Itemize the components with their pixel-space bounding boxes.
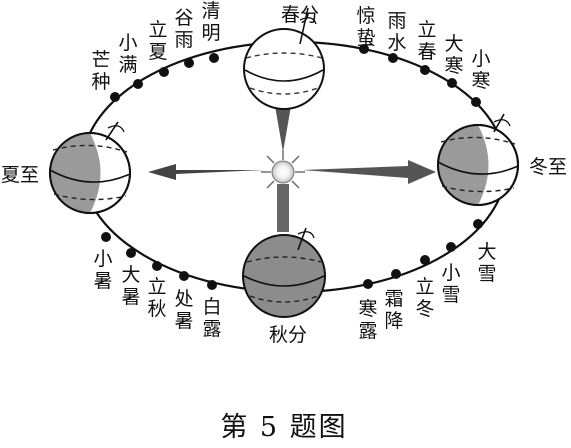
label-lixia: 立夏: [148, 19, 167, 63]
label-qingming-2: 明: [201, 22, 220, 44]
label-xiaoshu-2: 暑: [93, 270, 112, 292]
label-xiazhi: 夏至: [1, 164, 39, 186]
dot-dahan: [447, 78, 457, 88]
dot-bailu: [207, 280, 217, 290]
label-lichun: 立春: [417, 19, 436, 63]
label-qingming: 清明: [201, 0, 220, 44]
dot-qingming: [209, 53, 219, 63]
label-hanlu: 寒露: [358, 298, 377, 342]
label-daxue: 大雪: [477, 241, 496, 285]
label-liqiu-1: 立: [147, 276, 166, 298]
label-xiaoman-1: 小: [118, 32, 137, 54]
label-xiaohan-1: 小: [471, 48, 490, 70]
dot-mangzhong: [110, 92, 120, 102]
label-chushu-1: 处: [174, 288, 193, 310]
dot-guyu: [184, 58, 194, 68]
label-xiaohan-2: 寒: [471, 70, 490, 92]
label-lidong-2: 冬: [415, 298, 434, 320]
dot-daxue: [473, 219, 483, 229]
label-lixia-1: 立: [148, 19, 167, 41]
label-lidong: 立冬: [415, 276, 434, 320]
label-mangzhong: 芒种: [91, 49, 110, 93]
solar-term-labels: 春分 惊蛰 雨水 立春 大寒 小寒 冬至 大雪 小雪 立冬 霜降 寒露: [1, 0, 567, 346]
label-xiaoman-2: 满: [118, 54, 137, 76]
label-dahan: 大寒: [444, 33, 463, 77]
label-shuangjiang-2: 降: [384, 310, 403, 332]
orbit-dots: [101, 44, 483, 290]
label-jingzhe: 惊蛰: [356, 5, 375, 49]
label-mangzhong-1: 芒: [91, 49, 110, 71]
dot-shuangjiang: [391, 269, 401, 279]
label-xiaoxue-1: 小: [441, 262, 460, 284]
label-dahan-1: 大: [444, 33, 463, 55]
dot-xiaoman: [133, 79, 143, 89]
dot-xiaoshu: [101, 232, 111, 242]
label-chunfen: 春分: [281, 4, 319, 26]
label-dahan-2: 寒: [444, 55, 463, 77]
label-liqiu: 立秋: [147, 276, 166, 320]
sun-icon: [261, 150, 305, 194]
label-dongzhi: 冬至: [529, 156, 567, 178]
label-liqiu-2: 秋: [147, 298, 166, 320]
figure-caption: 第 5 题图: [220, 412, 347, 443]
dot-yushui: [388, 53, 398, 63]
dot-dashu: [126, 248, 136, 258]
label-dashu-1: 大: [121, 264, 140, 286]
label-lidong-1: 立: [415, 276, 434, 298]
earth-autumn-equinox: [242, 227, 326, 318]
label-xiaoshu-1: 小: [93, 248, 112, 270]
label-yushui-1: 雨: [387, 10, 406, 32]
earth-summer-solstice: [49, 121, 131, 214]
label-xiaoshu: 小暑: [93, 248, 112, 292]
label-qingming-1: 清: [201, 0, 220, 22]
label-bailu-2: 露: [202, 318, 221, 340]
label-guyu: 谷雨: [174, 7, 193, 51]
label-xiaoman: 小满: [118, 32, 137, 76]
label-xiaoxue-2: 雪: [441, 284, 460, 306]
label-shuangjiang-1: 霜: [384, 288, 403, 310]
arrow-right: [302, 160, 436, 184]
label-guyu-1: 谷: [174, 7, 193, 29]
arrow-left: [148, 164, 264, 180]
label-yushui: 雨水: [387, 10, 406, 54]
label-hanlu-1: 寒: [358, 298, 377, 320]
label-lichun-1: 立: [417, 19, 436, 41]
label-jingzhe-2: 蛰: [356, 27, 375, 49]
label-lichun-2: 春: [417, 41, 436, 63]
label-hanlu-2: 露: [358, 320, 377, 342]
dot-lixia: [159, 67, 169, 77]
dot-xiaohan: [471, 97, 481, 107]
label-chushu-2: 暑: [174, 310, 193, 332]
label-mangzhong-2: 种: [91, 71, 110, 93]
dot-xiaoxue: [446, 242, 456, 252]
label-bailu: 白露: [202, 296, 221, 340]
earth-winter-solstice: [437, 113, 519, 206]
label-bailu-1: 白: [202, 296, 221, 318]
dot-lichun: [420, 65, 430, 75]
label-shuangjiang: 霜降: [384, 288, 403, 332]
label-chushu: 处暑: [174, 288, 193, 332]
dot-lidong: [420, 255, 430, 265]
label-daxue-2: 雪: [477, 263, 496, 285]
label-xiaoxue: 小雪: [441, 262, 460, 306]
label-daxue-1: 大: [477, 241, 496, 263]
dot-jingzhe: [359, 44, 369, 54]
label-lixia-2: 夏: [148, 41, 167, 63]
dot-chushu: [179, 271, 189, 281]
label-dashu-2: 暑: [121, 286, 140, 308]
earth-spring-equinox: [243, 7, 325, 110]
dot-hanlu: [363, 279, 373, 289]
label-guyu-2: 雨: [174, 29, 193, 51]
arrow-down: [277, 184, 289, 232]
label-qiufen: 秋分: [269, 324, 307, 346]
dot-liqiu: [152, 261, 162, 271]
label-xiaohan: 小寒: [471, 48, 490, 92]
label-dashu: 大暑: [121, 264, 140, 308]
label-jingzhe-1: 惊: [356, 5, 375, 27]
label-yushui-2: 水: [387, 32, 406, 54]
